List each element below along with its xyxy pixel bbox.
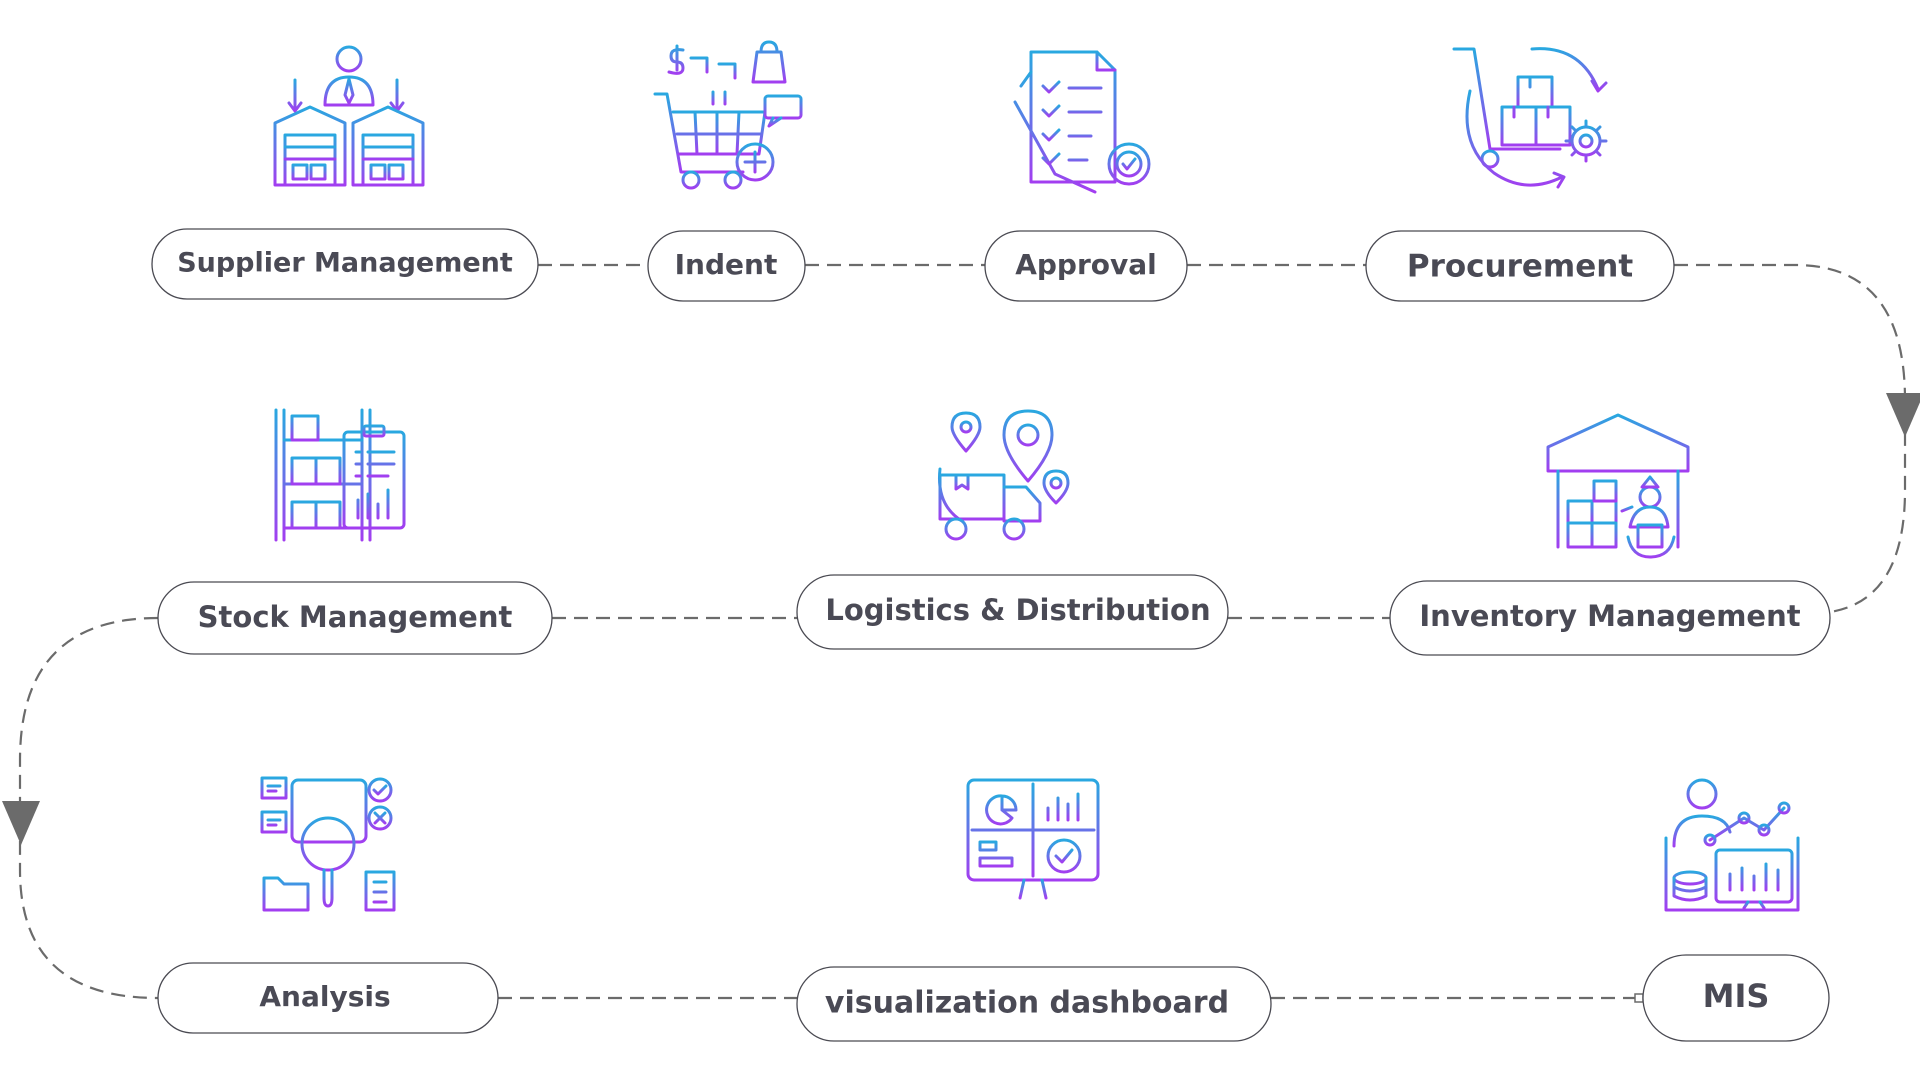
connector-procurement-inventory [1674,263,1907,614]
node-label: Logistics & Distribution [825,593,1210,627]
delivery-truck-icon [930,409,1070,541]
connector-end-marker [1634,993,1644,1003]
node-label: visualization dashboard [825,986,1229,1021]
warehouse-inventory-icon [1546,413,1690,559]
node-label: Analysis [259,980,390,1013]
node-label: Procurement [1407,249,1633,285]
node-logistics-distribution[interactable]: Logistics & Distribution [796,574,1229,650]
arrowhead-right-down [1886,393,1920,437]
dashboard-monitor-icon [966,778,1100,904]
node-pill [1642,954,1830,1042]
node-label: MIS [1703,977,1770,1015]
node-label: Stock Management [198,600,513,634]
arrowhead-left-down [2,801,40,845]
shelf-clipboard-icon [274,408,406,542]
hand-truck-icon [1452,47,1608,189]
node-pill [796,574,1229,650]
node-supplier-management[interactable]: Supplier Management [151,228,539,300]
node-pill [796,966,1272,1042]
node-mis[interactable]: MIS [1642,954,1830,1042]
node-analysis[interactable]: Analysis [157,962,499,1034]
node-indent[interactable]: Indent [647,230,806,302]
node-pill [647,230,806,302]
node-label: Inventory Management [1419,599,1800,633]
node-pill [1365,230,1675,302]
checklist-approval-icon [1013,50,1151,194]
node-approval[interactable]: Approval [984,230,1188,302]
node-pill [157,962,499,1034]
user-analytics-icon [1664,778,1800,912]
node-label: Approval [1015,248,1157,281]
connectors [2,263,1920,1003]
node-stock-management[interactable]: Stock Management [157,581,553,655]
node-pill [157,581,553,655]
warehouse-supplier-icon [273,45,425,187]
connector-stock-analysis [18,616,159,1000]
node-label: Indent [675,248,778,281]
node-visualization-dashboard[interactable]: visualization dashboard [796,966,1272,1042]
magnifier-analysis-icon [260,776,396,912]
node-inventory-management[interactable]: Inventory Management [1389,580,1831,656]
shopping-cart-icon [653,40,803,190]
node-label: Supplier Management [177,248,513,279]
node-procurement[interactable]: Procurement [1365,230,1675,302]
node-pill [1389,580,1831,656]
node-pill [984,230,1188,302]
node-pill [151,228,539,300]
